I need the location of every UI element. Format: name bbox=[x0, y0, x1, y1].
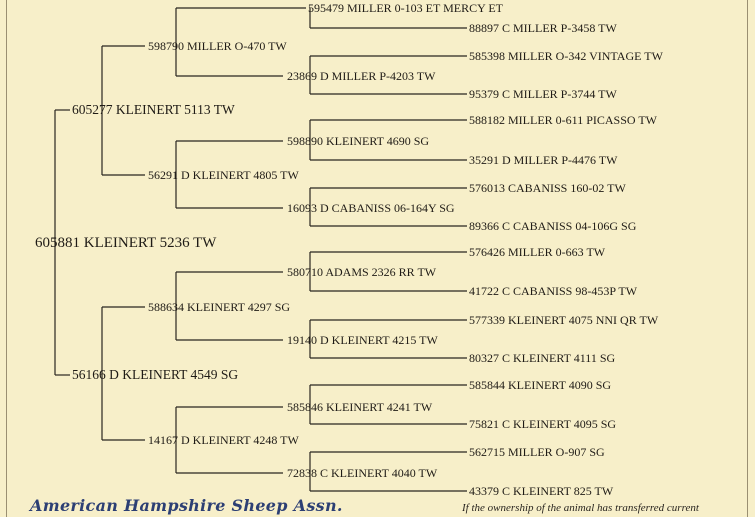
association-name: American Hampshire Sheep Assn. bbox=[30, 496, 343, 515]
g4-ancestor: 95379 C MILLER P-3744 TW bbox=[469, 87, 617, 101]
great-grandparent: 23869 D MILLER P-4203 TW bbox=[287, 69, 436, 83]
ownership-note: If the ownership of the animal has trans… bbox=[462, 502, 699, 514]
sire: 605277 KLEINERT 5113 TW bbox=[72, 102, 235, 117]
g4-ancestor: 576426 MILLER 0-663 TW bbox=[469, 245, 606, 259]
g4-ancestor: 89366 C CABANISS 04-106G SG bbox=[469, 219, 637, 233]
grandparent: 598790 MILLER O-470 TW bbox=[148, 39, 287, 53]
g4-ancestor: 35291 D MILLER P-4476 TW bbox=[469, 153, 618, 167]
g4-ancestor: 88897 C MILLER P-3458 TW bbox=[469, 21, 617, 35]
great-grandparent: 580710 ADAMS 2326 RR TW bbox=[287, 265, 437, 279]
g4-ancestor: 576013 CABANISS 160-02 TW bbox=[469, 181, 626, 195]
great-grandparent: 19140 D KLEINERT 4215 TW bbox=[287, 333, 438, 347]
g4-ancestor: 75821 C KLEINERT 4095 SG bbox=[469, 417, 617, 431]
great-grandparent: 595479 MILLER 0-103 ET MERCY ET bbox=[308, 1, 503, 15]
great-grandparent: 72838 C KLEINERT 4040 TW bbox=[287, 466, 438, 480]
subject-animal: 605881 KLEINERT 5236 TW bbox=[35, 235, 217, 251]
g4-ancestor: 43379 C KLEINERT 825 TW bbox=[469, 484, 614, 498]
g4-ancestor: 585844 KLEINERT 4090 SG bbox=[469, 378, 612, 392]
g4-ancestor: 585398 MILLER O-342 VINTAGE TW bbox=[469, 49, 663, 63]
great-grandparent: 16093 D CABANISS 06-164Y SG bbox=[287, 201, 455, 215]
g4-ancestor: 588182 MILLER 0-611 PICASSO TW bbox=[469, 113, 658, 127]
certificate-frame bbox=[6, 0, 748, 517]
g4-ancestor: 562715 MILLER O-907 SG bbox=[469, 445, 605, 459]
grandparent: 56291 D KLEINERT 4805 TW bbox=[148, 168, 299, 182]
grandparent: 14167 D KLEINERT 4248 TW bbox=[148, 433, 299, 447]
g4-ancestor: 41722 C CABANISS 98-453P TW bbox=[469, 284, 638, 298]
g4-ancestor: 80327 C KLEINERT 4111 SG bbox=[469, 351, 616, 365]
great-grandparent: 585846 KLEINERT 4241 TW bbox=[287, 400, 433, 414]
dam: 56166 D KLEINERT 4549 SG bbox=[72, 367, 239, 382]
g4-ancestor: 577339 KLEINERT 4075 NNI QR TW bbox=[469, 313, 659, 327]
great-grandparent: 598890 KLEINERT 4690 SG bbox=[287, 134, 430, 148]
grandparent: 588634 KLEINERT 4297 SG bbox=[148, 300, 291, 314]
